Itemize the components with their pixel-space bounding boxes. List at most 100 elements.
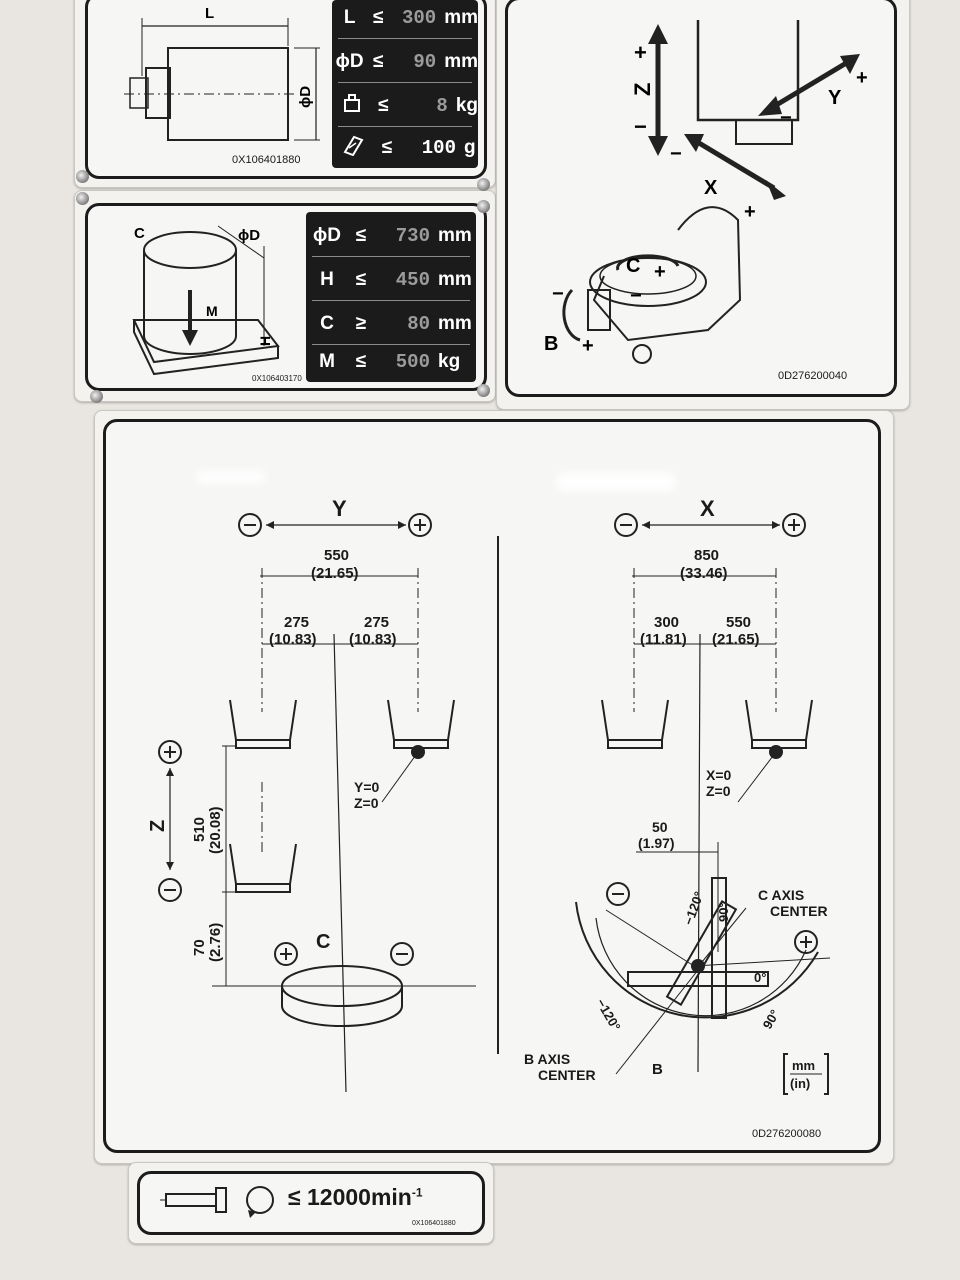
x-total: 850 [694,547,719,564]
z-label: Z [630,83,655,96]
spindle-speed-plate: ≤ 12000min-1 0X106401880 [128,1162,494,1244]
balance-icon [332,134,374,162]
deg-neg120-outer: −120° [593,996,623,1033]
y-minus: − [780,107,792,129]
b-offset-in: (1.97) [638,835,675,851]
machine-axes-plate: + Z − + Y − − X + C + [496,0,910,410]
b-minus: − [552,283,564,305]
units-in: (in) [790,1076,810,1091]
y-plus: + [856,67,868,89]
deg-90-outer: 90° [760,1007,783,1032]
x-left: 300 [654,614,679,631]
height-label: H [257,336,273,346]
axes-diagram: + Z − + Y − − X + C + [544,20,868,364]
spindle-icon [160,1186,274,1218]
x-zero-z: Z=0 [706,783,731,799]
deg-90-inner: 90° [716,902,731,922]
plate1-code: 0X106401880 [232,154,301,166]
table-diameter-label: ϕD [238,227,260,244]
x-minus: − [670,143,682,165]
axes-panel: + Z − + Y − − X + C + [505,0,897,397]
screw [76,170,89,183]
x-axis-label: X [700,496,715,521]
c-center-line1: C AXIS [758,887,804,903]
plate5-code: 0X106401880 [412,1220,456,1227]
deg-neg120-inner: −120° [681,889,707,927]
travel-diagram: Y 550 (21.65) 275 (10.83) 275 (10.83) [147,496,831,1095]
travel-panel: Y 550 (21.65) 275 (10.83) 275 (10.83) [103,419,881,1153]
y-left: 275 [284,614,309,631]
y-total-in: (21.65) [311,565,359,582]
glare [556,472,676,492]
screw [477,200,490,213]
x-right-in: (21.65) [712,631,760,648]
x-right: 550 [726,614,751,631]
y-left-in: (10.83) [269,631,317,648]
c-plus: + [654,261,666,283]
b-plus: + [582,335,594,357]
y-total: 550 [324,547,349,564]
plate3-code: 0D276200040 [778,370,848,382]
y-zero-z: Z=0 [354,795,379,811]
screw [477,178,490,191]
z-travel-in: (20.08) [207,806,224,854]
x-label: X [704,177,718,199]
x-left-in: (11.81) [640,631,687,648]
z-axis-label: Z [147,820,169,832]
c-label: C [626,255,640,277]
shaft-diameter-label: ϕD [297,86,314,108]
mass-label: M [206,303,218,319]
z-offset: 70 [191,939,208,956]
z-travel: 510 [191,817,208,842]
y-right-in: (10.83) [349,631,397,648]
deg-0: 0° [754,970,766,985]
chamfer-label: C [134,225,145,242]
y-right: 275 [364,614,389,631]
plate2-code: 0X106403170 [252,374,302,383]
x-total-in: (33.46) [680,565,728,582]
z-plus: + [634,40,647,65]
b-center-line2: CENTER [538,1067,596,1083]
c-minus: − [630,285,642,307]
c-center-line2: CENTER [770,903,828,919]
spindle-panel: ≤ 12000min-1 0X106401880 [137,1171,485,1235]
cylinder-diagram: C ϕD M H [132,225,280,376]
x-plus: + [744,201,756,223]
weight-icon [332,94,371,118]
glare [196,470,266,484]
screw [90,390,103,403]
x-zero-x: X=0 [706,767,732,783]
b-label: B [544,333,558,355]
y-zero-y: Y=0 [354,779,380,795]
b-center-line1: B AXIS [524,1051,570,1067]
main-code: 0D276200080 [752,1128,822,1140]
spindle-speed-value: ≤ 12000min-1 [288,1184,423,1210]
travel-plate: Y 550 (21.65) 275 (10.83) 275 (10.83) [94,410,894,1164]
y-label: Y [828,87,842,109]
b-offset: 50 [652,819,668,835]
shaft-diagram: L ϕD [124,5,320,141]
c-rotary-label: C [316,931,330,953]
z-offset-in: (2.76) [207,923,224,962]
b-arc-label: B [652,1061,663,1078]
screw [477,384,490,397]
screw [76,192,89,205]
units-mm: mm [792,1058,815,1073]
y-axis-label: Y [332,496,347,521]
z-minus: − [634,114,647,139]
shaft-length-label: L [205,5,214,22]
